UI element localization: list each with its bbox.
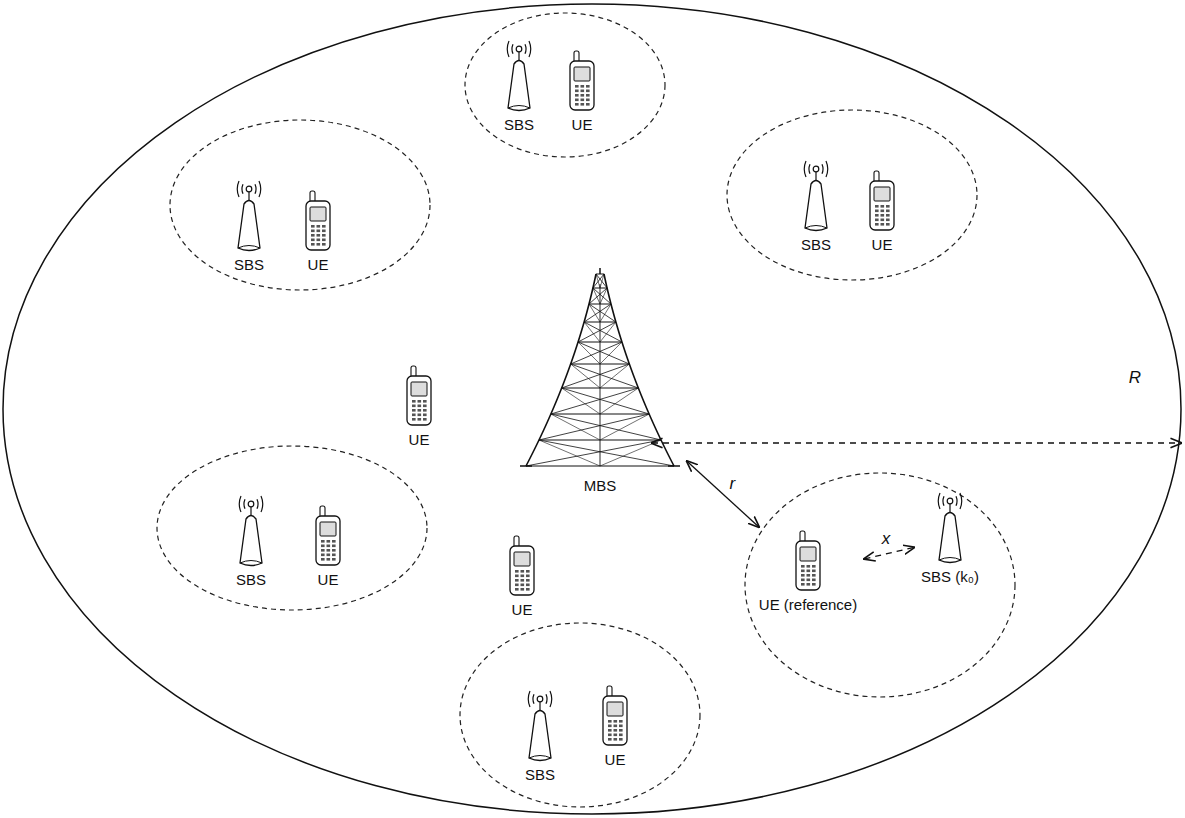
distance-label: r — [728, 475, 738, 493]
small-base-station-icon — [522, 690, 558, 762]
user-equipment-icon — [868, 170, 896, 232]
node-label: UE — [300, 256, 336, 274]
node-label: SBS — [497, 116, 541, 134]
small-base-station: SBS — [229, 495, 273, 589]
small-base-station-icon — [932, 492, 968, 564]
small-cell — [465, 13, 665, 157]
distance-arrow — [865, 547, 915, 559]
small-cell — [170, 120, 430, 290]
user-equipment: UE — [504, 535, 540, 619]
small-cell — [745, 473, 1015, 697]
node-label: UE — [864, 236, 900, 254]
distance-arrow — [687, 461, 759, 527]
distance-label: x — [880, 530, 893, 548]
node-label: UE (reference) — [755, 596, 862, 614]
macro-base-station: MBS — [516, 268, 684, 495]
user-equipment: UE — [401, 365, 437, 449]
node-label: UE — [310, 571, 346, 589]
small-cell — [460, 623, 700, 807]
small-base-station: SBS (k₀) — [917, 492, 983, 586]
macro-base-station-icon — [520, 268, 680, 473]
node-label: UE — [597, 751, 633, 769]
node-label: MBS — [516, 477, 684, 495]
node-label: UE — [401, 431, 437, 449]
node-label: SBS (k₀) — [917, 568, 983, 586]
user-equipment: UE — [597, 685, 633, 769]
node-label: SBS — [229, 571, 273, 589]
node-label: UE — [504, 601, 540, 619]
user-equipment-icon — [794, 530, 822, 592]
small-base-station: SBS — [794, 160, 838, 254]
user-equipment-icon — [314, 505, 342, 567]
node-label: SBS — [227, 256, 271, 274]
user-equipment-icon — [405, 365, 433, 427]
user-equipment-icon — [508, 535, 536, 597]
user-equipment: UE — [300, 190, 336, 274]
user-equipment-icon — [304, 190, 332, 252]
small-base-station: SBS — [497, 40, 541, 134]
user-equipment: UE — [864, 170, 900, 254]
small-base-station-icon — [233, 495, 269, 567]
small-base-station: SBS — [227, 180, 271, 274]
small-base-station-icon — [501, 40, 537, 112]
user-equipment: UE — [564, 50, 600, 134]
radius-label: R — [1127, 369, 1143, 387]
node-label: SBS — [518, 766, 562, 784]
user-equipment: UE — [310, 505, 346, 589]
node-label: SBS — [794, 236, 838, 254]
user-equipment-icon — [568, 50, 596, 112]
node-label: UE — [564, 116, 600, 134]
small-base-station: SBS — [518, 690, 562, 784]
small-base-station-icon — [798, 160, 834, 232]
radius-arrow — [652, 442, 1181, 443]
small-cell — [727, 110, 977, 280]
user-equipment: UE (reference) — [755, 530, 862, 614]
small-cell — [157, 446, 427, 610]
user-equipment-icon — [601, 685, 629, 747]
macro-cell — [3, 4, 1181, 814]
small-base-station-icon — [231, 180, 267, 252]
